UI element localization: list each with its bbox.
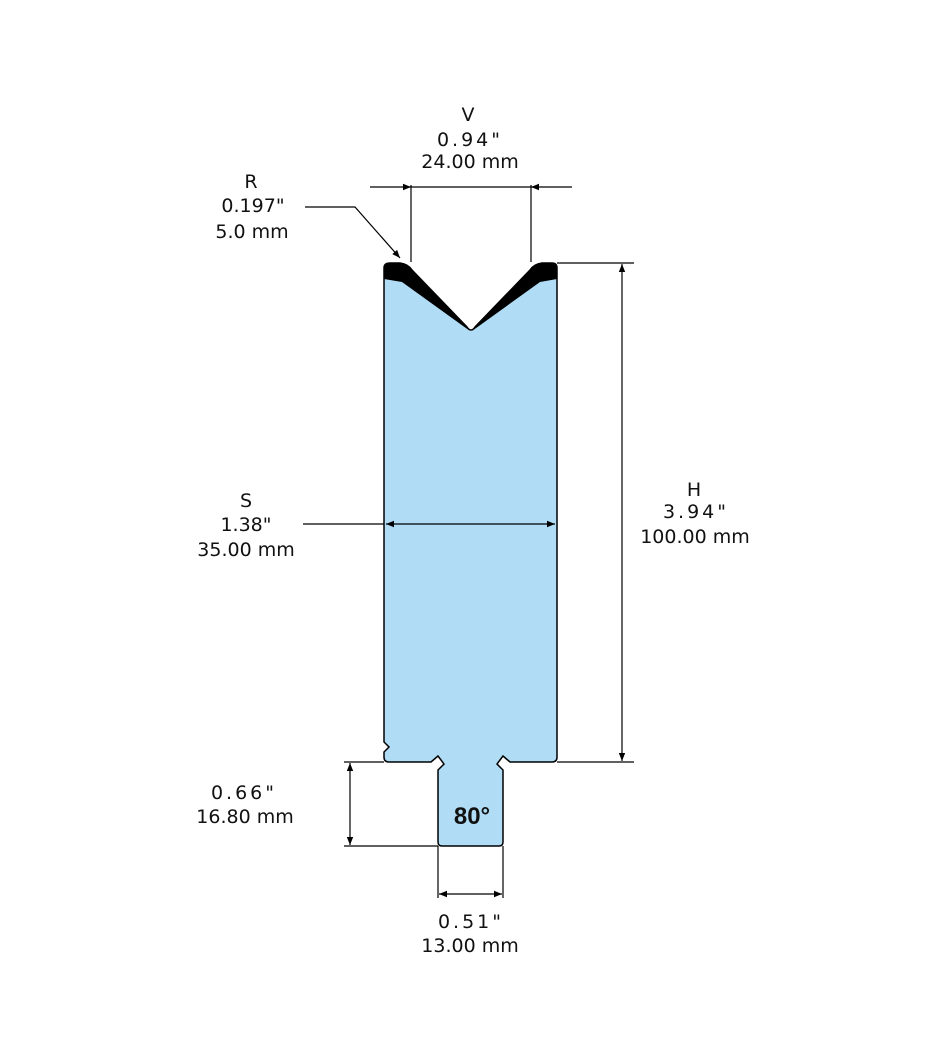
die-body [383, 262, 558, 847]
r-mm: 5.0 mm [215, 221, 288, 243]
s-inch: 1.38" [220, 514, 271, 536]
tang-width-inch: 0.51" [438, 911, 504, 933]
tang-height-inch: 0.66" [211, 782, 277, 804]
tang-width-dimension: 0.51" 13.00 mm [421, 846, 519, 957]
angle-label: 80° [454, 803, 490, 830]
tang-width-mm: 13.00 mm [421, 935, 518, 957]
v-label: V [462, 104, 475, 126]
tang-height-dimension: 0.66" 16.80 mm [196, 761, 438, 847]
hardened-edge-left [384, 263, 470, 331]
hardened-edge-right [472, 263, 557, 331]
r-label: R [244, 171, 257, 193]
h-dimension: H 3.94" 100.00 mm [557, 262, 750, 763]
h-mm: 100.00 mm [640, 526, 750, 548]
r-dimension: R 0.197" 5.0 mm [215, 171, 401, 259]
r-inch: 0.197" [221, 195, 284, 217]
v-dimension: V 0.94" 24.00 mm [370, 104, 572, 262]
s-dimension: S 1.38" 35.00 mm [197, 490, 555, 561]
s-label: S [240, 490, 252, 512]
h-inch: 3.94" [663, 501, 729, 523]
tang-height-mm: 16.80 mm [196, 806, 293, 828]
v-inch: 0.94" [437, 129, 503, 151]
v-mm: 24.00 mm [421, 151, 518, 173]
h-label: H [687, 479, 701, 501]
s-mm: 35.00 mm [197, 539, 294, 561]
